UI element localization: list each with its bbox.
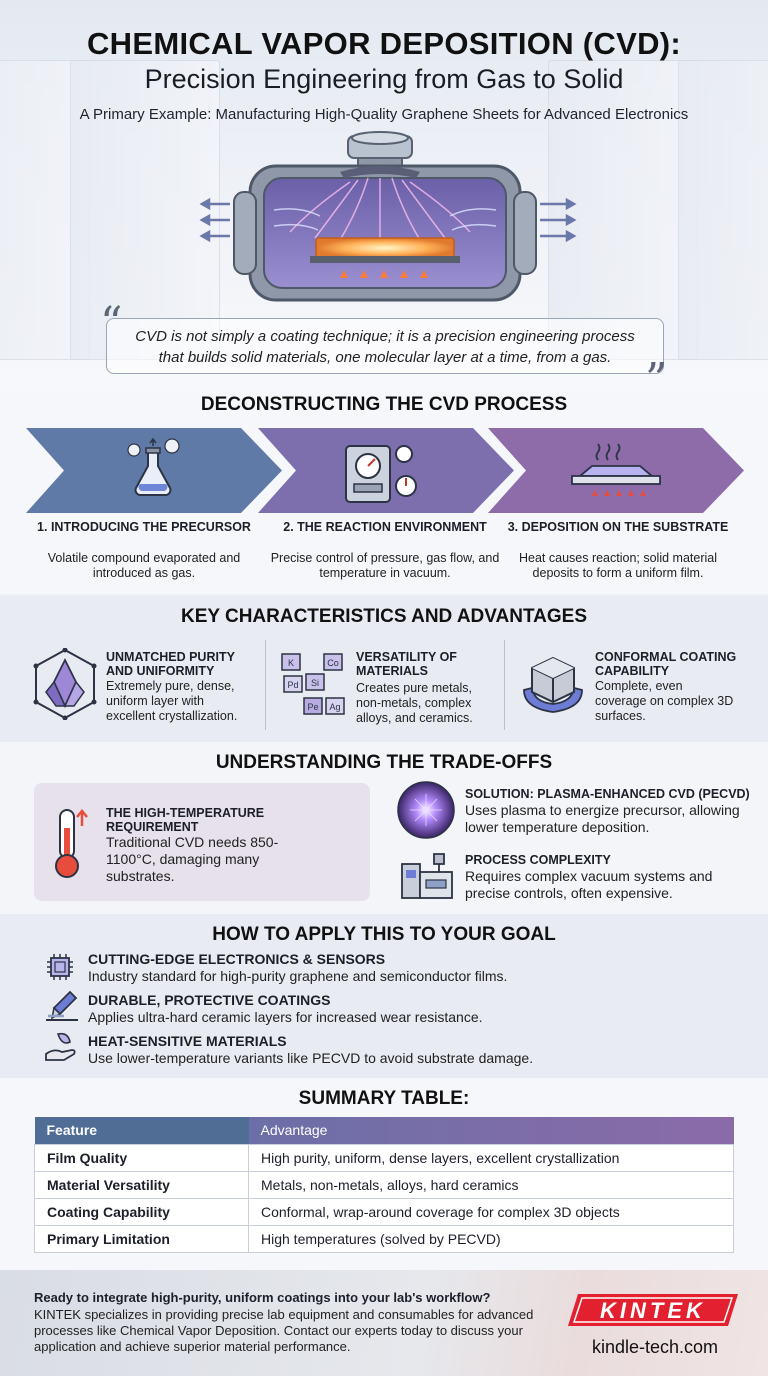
quote-text: CVD is not simply a coating technique; i… (135, 328, 635, 366)
plasma-icon (397, 781, 455, 839)
divider (504, 640, 505, 730)
apply-item-desc: Applies ultra-hard ceramic layers for in… (88, 1009, 483, 1025)
element-tile-label: Ag (329, 702, 340, 712)
coating-tool-icon (46, 990, 78, 1021)
footer-headline: Ready to integrate high-purity, uniform … (34, 1290, 491, 1305)
characteristic-desc: Extremely pure, dense, uniform layer wit… (106, 679, 238, 723)
tradeoffs-heading: UNDERSTANDING THE TRADE-OFFS (215, 752, 553, 773)
background-door (548, 60, 698, 360)
table-header-cell: Feature (34, 1117, 249, 1144)
element-tile-label: Co (327, 658, 339, 668)
kintek-logo[interactable]: KINTEK (568, 1292, 738, 1328)
element-tile-label: Pe (307, 702, 318, 712)
table-header-cell: Advantage (248, 1117, 734, 1144)
heated-substrate-icon (571, 443, 661, 496)
crystal-icon (33, 648, 97, 720)
process-step-title: 1. INTRODUCING THE PRECURSOR (37, 520, 251, 534)
page-subtitle: A Primary Example: Manufacturing High-Qu… (79, 106, 689, 123)
complexity-title: PROCESS COMPLEXITY (465, 853, 611, 867)
table-cell: Coating Capability (34, 1197, 249, 1226)
background-door (678, 60, 768, 360)
apply-item-desc: Use lower-temperature variants like PECV… (88, 1050, 534, 1066)
website-link[interactable]: kindle-tech.com (591, 1337, 719, 1357)
thermometer-icon (55, 809, 88, 878)
characteristic-title: CONFORMAL COATING CAPABILITY (595, 650, 737, 678)
apply-item-title: CUTTING-EDGE ELECTRONICS & SENSORS (88, 951, 386, 967)
characteristic-desc: Complete, even coverage on complex 3D su… (595, 679, 734, 723)
page-title: CHEMICAL VAPOR DEPOSITION (CVD): (86, 26, 682, 61)
background-door (70, 60, 220, 360)
page-title-line2: Precision Engineering from Gas to Solid (144, 64, 624, 94)
process-step-title: 2. THE REACTION ENVIRONMENT (283, 520, 487, 534)
table-header-row: Feature Advantage (34, 1117, 734, 1144)
table-cell: Primary Limitation (34, 1224, 249, 1253)
divider (265, 640, 266, 730)
summary-table: Feature Advantage Film Quality High puri… (34, 1117, 734, 1253)
machine-icon (401, 853, 453, 899)
element-tiles-icon: K Co Pd Si Pe Ag (281, 653, 345, 715)
process-heading: DECONSTRUCTING THE CVD PROCESS (200, 394, 568, 415)
table-cell: Conformal, wrap-around coverage for comp… (248, 1197, 734, 1226)
high-temp-desc: Traditional CVD needs 850-1100°C, damagi… (106, 834, 279, 884)
characteristic-title: VERSATILITY OF MATERIALS (356, 650, 457, 678)
element-tile-label: Si (311, 678, 319, 688)
element-tile-label: Pd (287, 680, 298, 690)
pecvd-desc: Uses plasma to energize precursor, allow… (465, 802, 740, 835)
summary-heading: SUMMARY TABLE: (298, 1088, 470, 1109)
table-cell: Metals, non-metals, alloys, hard ceramic… (248, 1170, 734, 1199)
apply-heading: HOW TO APPLY THIS TO YOUR GOAL (212, 924, 556, 945)
pecvd-title: SOLUTION: PLASMA-ENHANCED CVD (PECVD) (465, 787, 750, 801)
table-row: Primary Limitation High temperatures (so… (34, 1224, 734, 1253)
chip-icon (47, 954, 73, 980)
table-cell: Film Quality (34, 1143, 249, 1172)
logo-text: KINTEK (600, 1298, 706, 1323)
characteristics-section (0, 596, 768, 742)
gauge-panel-icon (345, 445, 417, 503)
hand-leaf-icon (45, 1032, 76, 1061)
process-step-3-arrow (488, 428, 744, 513)
apply-item-title: DURABLE, PROTECTIVE COATINGS (88, 992, 331, 1008)
table-cell: Material Versatility (34, 1170, 249, 1199)
characteristic-desc: Creates pure metals, non-metals, complex… (356, 681, 473, 725)
characteristics-heading: KEY CHARACTERISTICS AND ADVANTAGES (180, 606, 588, 627)
table-row: Coating Capability Conformal, wrap-aroun… (34, 1197, 734, 1226)
conformal-cube-icon (523, 656, 583, 713)
characteristic-title: UNMATCHED PURITY AND UNIFORMITY (106, 650, 235, 678)
table-row: Material Versatility Metals, non-metals,… (34, 1170, 734, 1199)
high-temp-card (34, 783, 370, 901)
process-step-desc: Volatile compound evaporated and introdu… (47, 551, 241, 580)
quote-box: CVD is not simply a coating technique; i… (106, 318, 664, 374)
element-tile-label: K (288, 658, 294, 668)
process-step-desc: Heat causes reaction; solid material dep… (518, 551, 717, 580)
apply-section (0, 914, 768, 1078)
cvd-chamber-illustration (199, 131, 577, 302)
footer-body: KINTEK specializes in providing precise … (34, 1307, 534, 1354)
apply-item-title: HEAT-SENSITIVE MATERIALS (88, 1033, 287, 1049)
apply-item-desc: Industry standard for high-purity graphe… (88, 968, 508, 984)
flask-icon (127, 437, 180, 496)
table-row: Film Quality High purity, uniform, dense… (34, 1143, 734, 1172)
complexity-desc: Requires complex vacuum systems and prec… (465, 868, 713, 901)
process-step-desc: Precise control of pressure, gas flow, a… (270, 551, 500, 580)
process-step-title: 3. DEPOSITION ON THE SUBSTRATE (507, 520, 729, 534)
process-step-1-arrow (26, 428, 282, 513)
high-temp-title: THE HIGH-TEMPERATURE REQUIREMENT (106, 806, 265, 834)
table-cell: High temperatures (solved by PECVD) (248, 1224, 734, 1253)
process-step-2-arrow (258, 428, 514, 513)
table-cell: High purity, uniform, dense layers, exce… (248, 1143, 734, 1172)
open-quote-icon: “ (100, 298, 123, 349)
